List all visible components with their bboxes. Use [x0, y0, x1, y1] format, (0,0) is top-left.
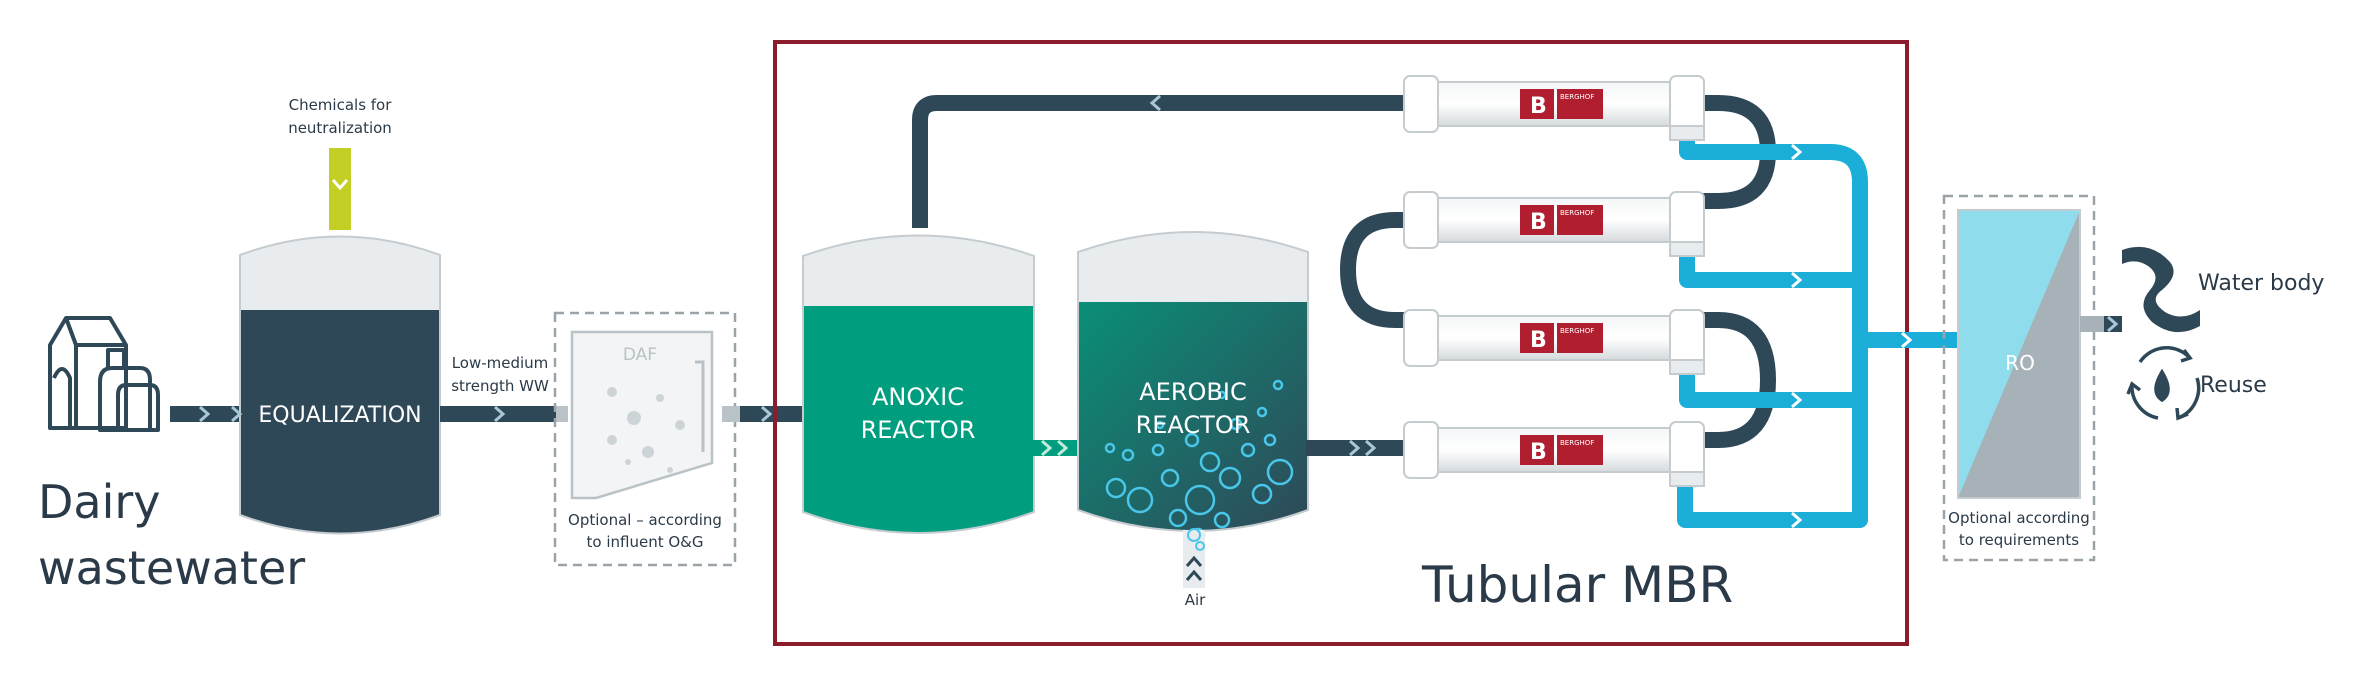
pipe-daf-to-anoxic	[722, 405, 804, 423]
daf-label: DAF	[623, 345, 657, 365]
air-supply-pipe	[1183, 528, 1205, 588]
air-label: Air	[1185, 591, 1206, 609]
reuse-label: Reuse	[2200, 373, 2267, 398]
chemicals-label-line2: neutralization	[288, 119, 392, 137]
membrane-module-4	[1403, 421, 1705, 487]
ro-optional-box	[1942, 194, 2096, 562]
equalization-tank	[239, 235, 441, 535]
module-3-logo-letter: B	[1530, 328, 1547, 353]
ro-label: RO	[2005, 351, 2035, 375]
ro-note-line1: Optional according	[1948, 509, 2090, 527]
source-title-line1: Dairy	[38, 475, 161, 529]
membrane-module-1	[1403, 75, 1705, 141]
membrane-module-2	[1403, 191, 1705, 257]
module-1-logo-letter: B	[1530, 94, 1547, 119]
daf-unit	[570, 330, 714, 500]
module-1-brand: BERGHOF	[1560, 93, 1594, 101]
daf-note-line2: to influent O&G	[587, 533, 704, 551]
aeration-bubbles	[1104, 379, 1294, 543]
daf-note-line1: Optional – according	[568, 511, 722, 529]
aerobic-label-line2: REACTOR	[1136, 411, 1251, 439]
chemicals-label-line1: Chemicals for	[289, 96, 393, 114]
anoxic-label-line1: ANOXIC	[872, 383, 964, 411]
module-2-logo-letter: B	[1530, 210, 1547, 235]
flow-label-line1: Low-medium	[452, 354, 549, 372]
ro-unit	[1957, 209, 2081, 499]
ro-note-line2: to requirements	[1959, 531, 2079, 549]
inflow-pipe	[170, 405, 250, 423]
module-2-brand: BERGHOF	[1560, 209, 1594, 217]
pipe-equalization-to-daf	[440, 405, 568, 423]
chemical-dosing-pipe	[329, 148, 351, 230]
module-4-brand: BERGHOF	[1560, 439, 1594, 447]
ro-outlet-pipe	[2080, 315, 2122, 333]
flow-label-line2: strength WW	[451, 377, 549, 395]
aerobic-reactor	[1077, 231, 1309, 532]
water-body-icon	[2122, 246, 2200, 333]
recirculation-line	[912, 94, 1412, 228]
module-3-brand: BERGHOF	[1560, 327, 1594, 335]
module-4-logo-letter: B	[1530, 440, 1547, 465]
equalization-flow-through	[231, 405, 243, 423]
source-title-line2: wastewater	[38, 541, 305, 595]
anoxic-label-line2: REACTOR	[861, 416, 976, 444]
anoxic-reactor	[802, 234, 1035, 534]
water-body-label: Water body	[2198, 271, 2324, 296]
membrane-module-3	[1403, 309, 1705, 375]
equalization-label: EQUALIZATION	[258, 403, 421, 428]
mbr-title: Tubular MBR	[1421, 556, 1733, 614]
permeate-arrows	[1791, 143, 1913, 529]
pipe-anoxic-to-aerobic	[1030, 439, 1080, 457]
dairy-products-icon	[48, 316, 160, 432]
aerobic-label-line1: AEROBIC	[1139, 378, 1246, 406]
pipe-aerobic-to-membranes	[1306, 439, 1406, 457]
daf-optional-box	[553, 311, 737, 567]
reuse-icon	[2126, 346, 2201, 421]
